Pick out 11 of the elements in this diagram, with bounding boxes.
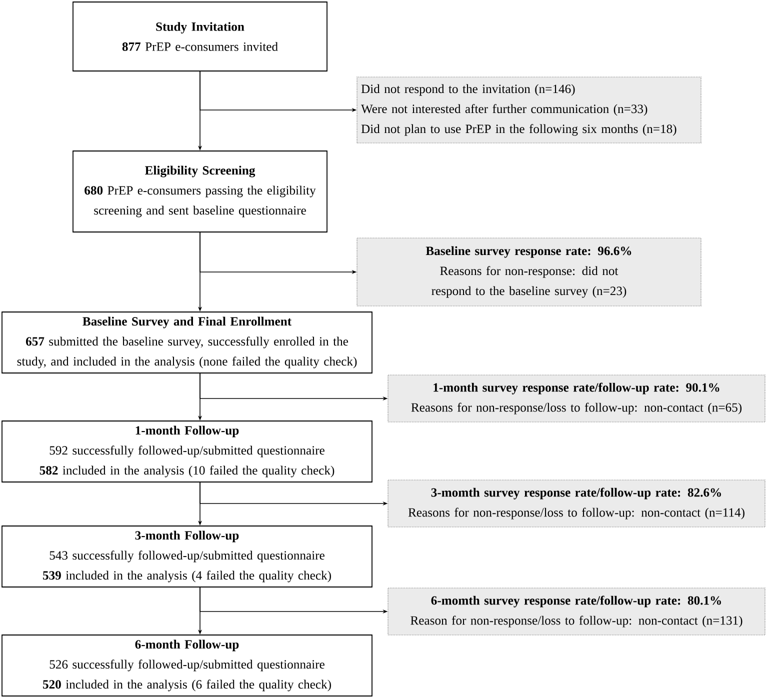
note-box: Baseline survey response rate: 96.6% Reasons for non-response: did not respond to the baseline survey (n=23)	[356, 238, 702, 306]
process-box: 1-month Follow-up 592 successfully followed-up/submitted questionnaire 582 included in the analysis (10 failed the quality check)	[2, 420, 372, 482]
process-box: 6-month Follow-up 526 successfully followed-up/submitted questionnaire 520 included in the analysis (6 failed the quality check)	[2, 634, 372, 696]
note-box: 3-momth survey response rate/follow-up rate: 82.6% Reasons for non-response/loss to follow-up: non-contact (n=114)	[388, 480, 766, 528]
note-box: Did not respond to the invitation (n=146) Were not interested after further communication (n=33) Did not plan to use PrEP in the following six months (n=18)	[356, 76, 702, 144]
process-box: 3-month Follow-up 543 successfully followed-up/submitted questionnaire 539 included in the analysis (4 failed the quality check)	[2, 526, 372, 588]
process-box: Study Invitation 877 PrEP e-consumers invited	[72, 2, 328, 72]
process-box: Eligibility Screening 680 PrEP e-consumers passing the eligibility screening and sent baseline questionnaire	[72, 150, 328, 232]
process-box: Baseline Survey and Final Enrollment 657 submitted the baseline survey, successfully enrolled in the study, and included in the analysis (none failed the quality check)	[2, 312, 372, 374]
note-box: 6-momth survey response rate/follow-up rate: 80.1% Reason for non-response/loss to follow-up: non-contact (n=131)	[388, 588, 766, 636]
note-box: 1-month survey response rate/follow-up rate: 90.1% Reasons for non-response/loss to follow-up: non-contact (n=65)	[388, 374, 766, 422]
